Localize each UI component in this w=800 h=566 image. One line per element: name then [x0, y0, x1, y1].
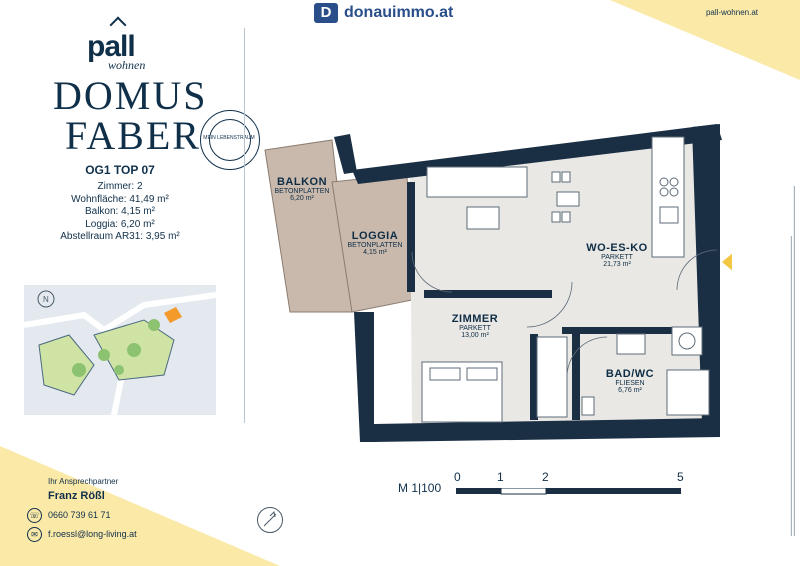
unit-facts: Zimmer: 2 Wohnfläche: 41,49 m² Balkon: 4…	[0, 181, 240, 244]
scale-label: M 1|100	[398, 481, 442, 495]
corner-accent-bottom-left	[0, 446, 280, 566]
room-label-zimmer: ZIMMER PARKETT 13,00 m²	[451, 313, 499, 339]
entry-marker-icon	[722, 253, 732, 271]
room-label-wo-es-ko: WO-ES-KO PARKETT 21,73 m²	[586, 242, 648, 268]
unit-title: OG1 TOP 07	[85, 163, 155, 177]
donauimmo-logo-mark: D	[314, 3, 338, 23]
unit-rooms: Zimmer: 2	[97, 181, 143, 192]
project-name-line1: DOMUS	[53, 73, 208, 118]
seal-text: MEIN LEBENSTRAUM	[203, 135, 255, 141]
site-map: N	[24, 285, 216, 415]
unit-loggia: Loggia: 6,20 m²	[85, 218, 155, 230]
site-map-graphic: N	[24, 285, 216, 415]
phone-icon: ☏	[27, 508, 42, 523]
brand-subline: wohnen	[108, 58, 146, 72]
scale-tick-2: 2	[542, 470, 549, 484]
contact-label: Ihr Ansprechpartner	[48, 477, 119, 486]
unit-living-area: Wohnfläche: 41,49 m²	[71, 193, 169, 205]
scale-tick-0: 0	[454, 470, 461, 484]
contact-phone[interactable]: 0660 739 61 71	[48, 510, 111, 520]
project-name-line2: FABER	[65, 113, 201, 158]
floor-plan	[264, 124, 732, 442]
svg-text:N: N	[43, 295, 49, 304]
scale-bar	[456, 488, 681, 495]
room-label-bad-wc: BAD/WC FLIESEN 6,76 m²	[605, 368, 655, 394]
scale-tick-5: 5	[677, 470, 684, 484]
room-label-loggia: LOGGIA BETONPLATTEN 4,15 m²	[347, 230, 403, 256]
legal-disclaimer-fineprint	[788, 176, 796, 536]
brand-logo: pall	[87, 30, 136, 63]
contact-email[interactable]: f.roessl@long-living.at	[48, 529, 137, 539]
room-label-balkon: BALKON BETONPLATTEN 6,20 m²	[274, 176, 330, 202]
scale-tick-1: 1	[497, 470, 504, 484]
north-arrow-icon	[257, 507, 283, 533]
contact-name: Franz Rößl	[48, 490, 105, 502]
donauimmo-logo-text[interactable]: donauimmo.at	[344, 4, 454, 21]
header-url[interactable]: pall-wohnen.at	[705, 8, 758, 17]
project-seal	[200, 110, 260, 170]
unit-storage: Abstellraum AR31: 3,95 m²	[60, 231, 180, 242]
corner-accent-top-right	[610, 0, 800, 80]
column-divider	[244, 28, 245, 423]
seal-inner-ring	[209, 119, 251, 161]
mail-icon: ✉	[27, 527, 42, 542]
unit-balcony: Balkon: 4,15 m²	[84, 206, 156, 217]
